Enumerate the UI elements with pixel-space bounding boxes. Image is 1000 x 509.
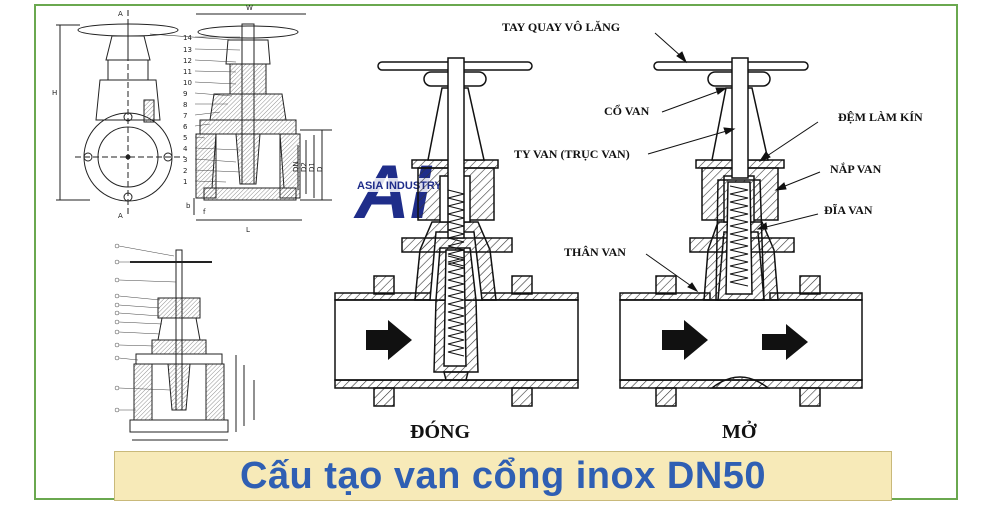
label-open: MỞ — [722, 420, 757, 443]
part-number: 7 — [183, 112, 187, 120]
page-title: Cấu tạo van cổng inox DN50 — [239, 454, 767, 497]
callout-leaders — [645, 32, 821, 293]
technical-section-view — [149, 13, 332, 221]
part-number: 6 — [183, 123, 188, 131]
label-closed: ĐÓNG — [410, 419, 470, 443]
dim-d2-label: D2 — [300, 162, 308, 172]
label-handwheel: TAY QUAY VÔ LĂNG — [502, 20, 620, 34]
dim-h-label: H — [52, 89, 57, 97]
part-number: 11 — [183, 68, 192, 76]
dim-d-label: D — [316, 167, 324, 172]
technical-front-view — [56, 10, 185, 215]
part-number: 12 — [183, 57, 192, 65]
valve-closed-section — [334, 57, 579, 407]
part-number: 2 — [183, 167, 187, 175]
label-body: THÂN VAN — [564, 245, 626, 259]
part-number: 10 — [183, 79, 192, 87]
dim-a-top-label: A — [118, 10, 123, 18]
technical-assembly-view — [129, 249, 255, 441]
dim-a-bottom-label: A — [118, 212, 123, 220]
label-neck: CỔ VAN — [604, 103, 650, 118]
label-stem: TY VAN (TRỤC VAN) — [514, 147, 630, 161]
part-number: 4 — [183, 145, 188, 153]
dim-w-label: W — [246, 4, 253, 12]
part-number: 13 — [183, 46, 192, 54]
label-disc: ĐĨA VAN — [824, 203, 873, 217]
dim-d1-label: D1 — [308, 162, 316, 172]
part-leader-lines — [194, 36, 241, 183]
part-number-list: 14 13 12 11 10 9 8 7 6 5 4 3 2 1 — [183, 34, 192, 186]
title-banner: Cấu tạo van cổng inox DN50 — [114, 451, 892, 501]
part-number: 5 — [183, 134, 187, 142]
part-number: 14 — [183, 34, 192, 42]
label-gasket: ĐỆM LÀM KÍN — [838, 110, 923, 124]
dim-l-label: L — [246, 226, 250, 234]
label-bonnet: NẮP VAN — [830, 161, 882, 176]
dim-b-label: b — [186, 202, 191, 210]
part-number: 8 — [183, 101, 187, 109]
dim-dn-label: DN — [292, 161, 300, 172]
valve-open-section — [619, 57, 863, 407]
assembly-leader-lines — [114, 243, 177, 413]
dim-f-label: f — [203, 208, 206, 216]
part-number: 3 — [183, 156, 187, 164]
part-number: 1 — [183, 178, 187, 186]
part-number: 9 — [183, 90, 187, 98]
